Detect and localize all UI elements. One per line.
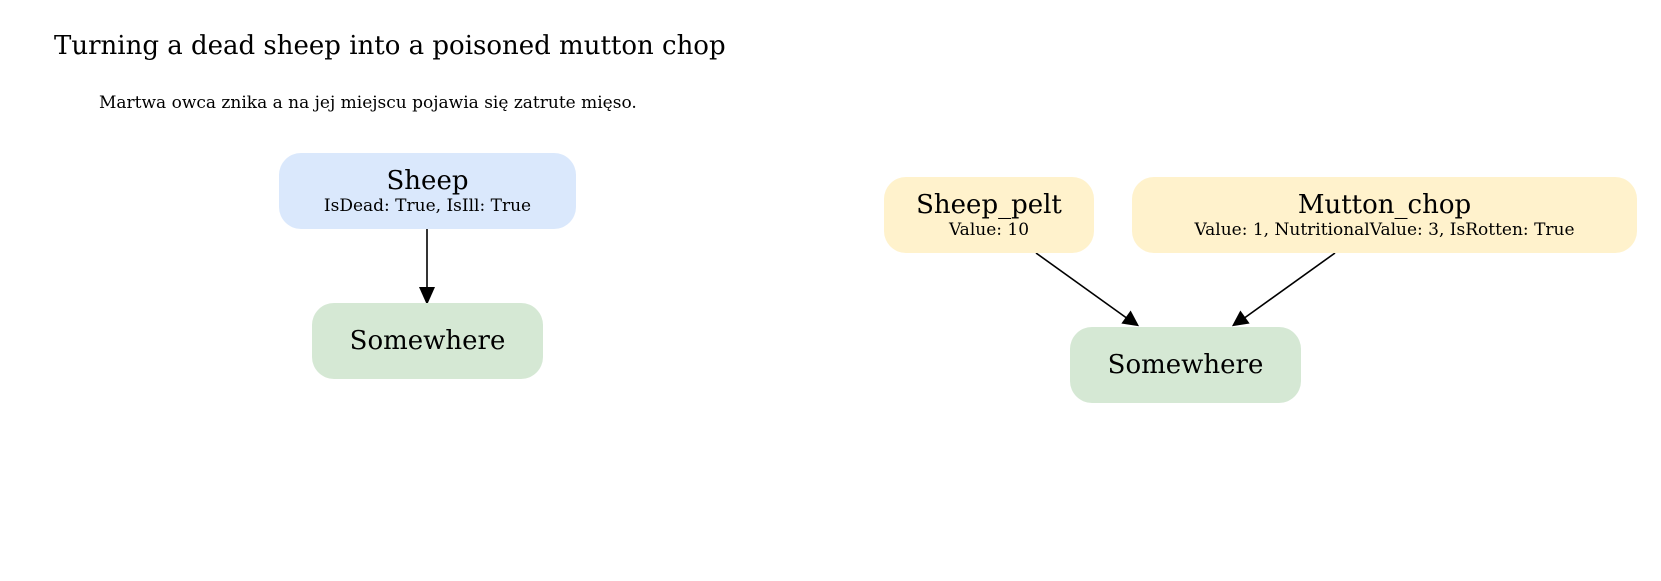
diagram-subtitle: Martwa owca znika a na jej miejscu pojaw…: [99, 93, 637, 113]
mutton-chop-node-name: Mutton_chop: [1297, 190, 1472, 220]
sheep-node: Sheep IsDead: True, IsIll: True: [279, 153, 576, 229]
sheep-node-name: Sheep: [386, 166, 469, 196]
sheep-pelt-node-name: Sheep_pelt: [916, 190, 1062, 220]
mutton-chop-node-properties: Value: 1, NutritionalValue: 3, IsRotten:…: [1194, 220, 1575, 240]
diagram-title: Turning a dead sheep into a poisoned mut…: [54, 31, 726, 61]
somewhere-node-before: Somewhere: [312, 303, 543, 379]
sheep-pelt-node-properties: Value: 10: [948, 220, 1030, 240]
sheep-node-properties: IsDead: True, IsIll: True: [323, 196, 532, 216]
edge-mutton-chop-to-somewhere: [1231, 252, 1336, 327]
somewhere-node-after-name: Somewhere: [1107, 350, 1264, 380]
sheep-pelt-node: Sheep_pelt Value: 10: [884, 177, 1094, 253]
edge-sheep-to-somewhere: [419, 229, 435, 305]
somewhere-node-after: Somewhere: [1070, 327, 1301, 403]
mutton-chop-node: Mutton_chop Value: 1, NutritionalValue: …: [1132, 177, 1637, 253]
edge-sheep-pelt-to-somewhere: [1035, 252, 1140, 327]
somewhere-node-before-name: Somewhere: [349, 326, 506, 356]
